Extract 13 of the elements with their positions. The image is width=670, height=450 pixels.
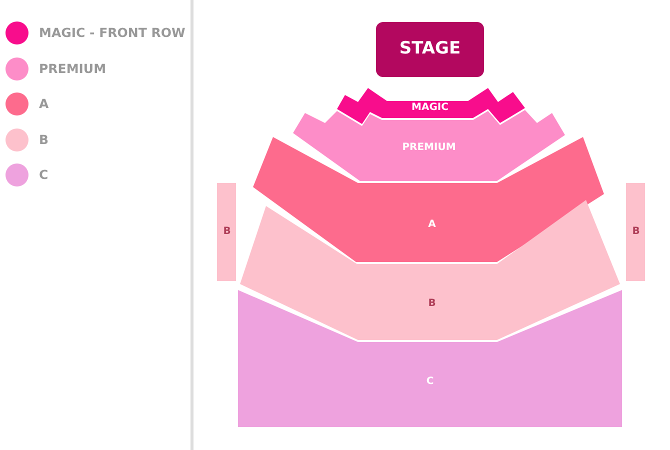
stage-label: STAGE [399, 40, 461, 58]
legend-label: B [39, 134, 49, 146]
section-label: B [223, 227, 231, 237]
legend-label: MAGIC - FRONT ROW [39, 27, 186, 40]
section-label: B [632, 227, 640, 237]
legend-label: PREMIUM [39, 62, 106, 75]
legend-label: C [39, 169, 48, 182]
section-label: C [426, 377, 434, 387]
legend-label: A [39, 98, 49, 110]
section-label: A [428, 220, 436, 230]
section-label: MAGIC [412, 103, 448, 113]
section-label: B [428, 299, 436, 309]
section-label: PREMIUM [402, 143, 456, 153]
